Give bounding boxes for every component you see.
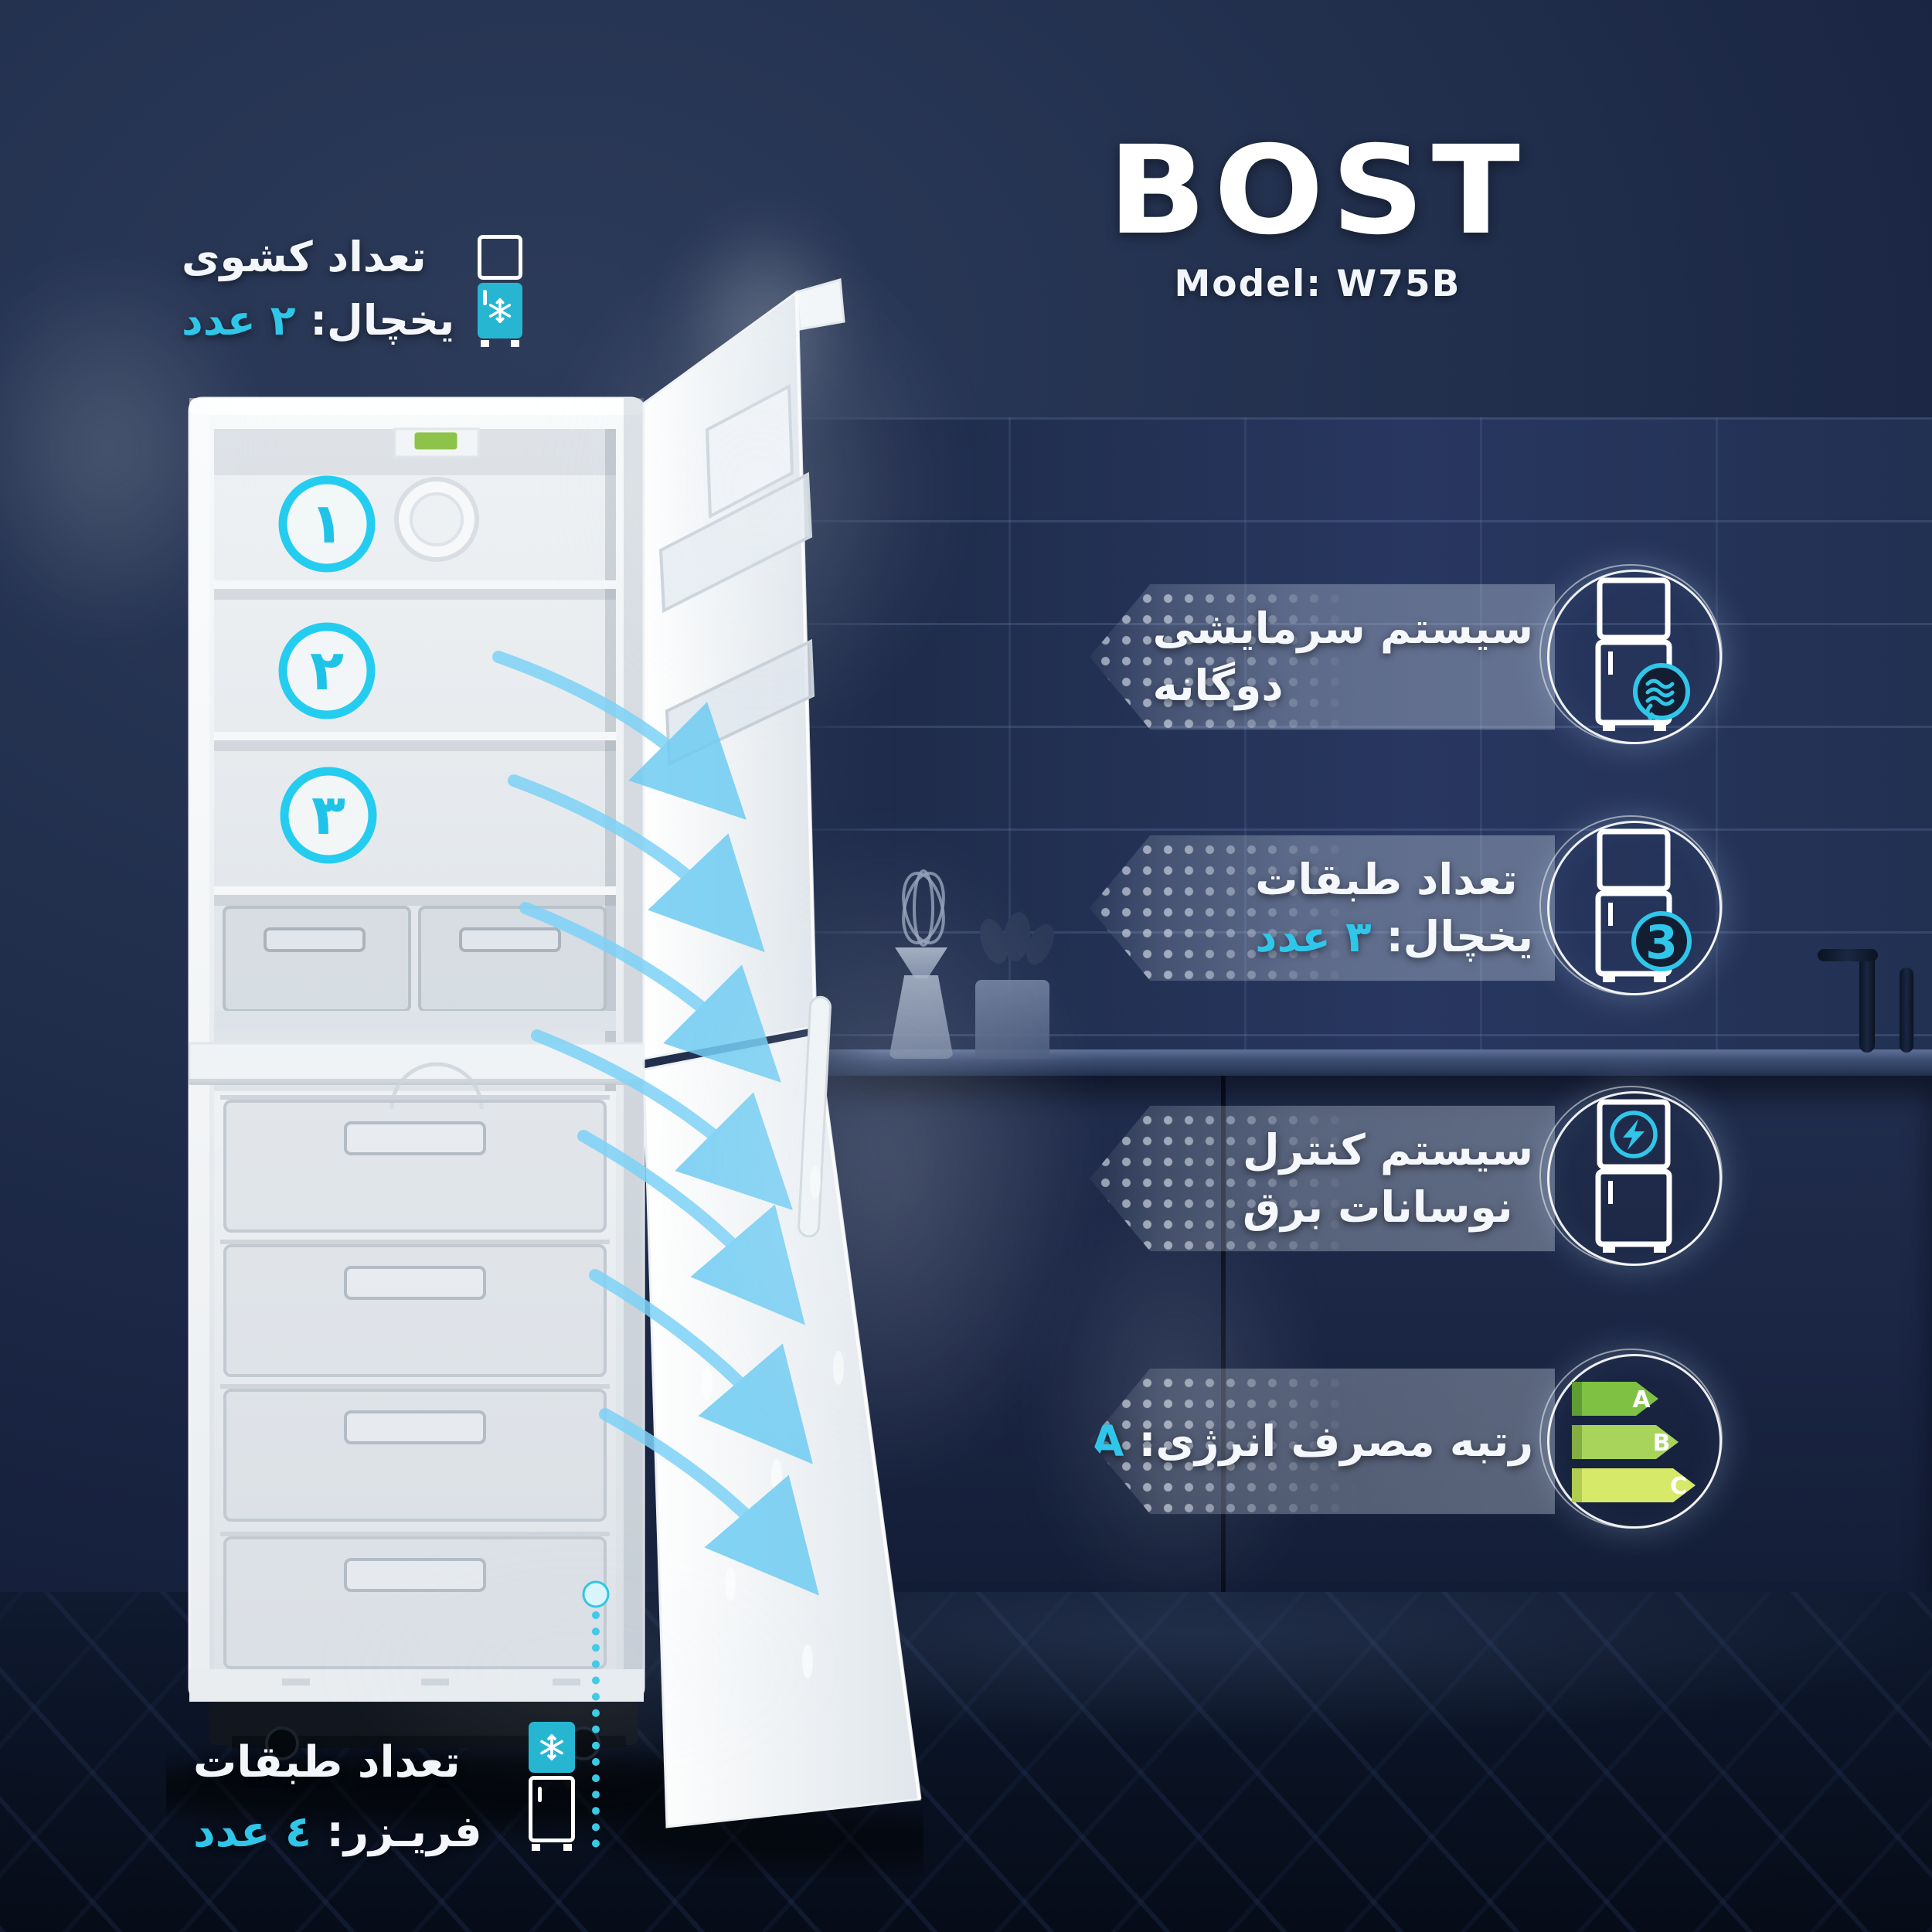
feature-banner-voltage-control: سیستم کنترل نوسانات برق bbox=[1090, 1105, 1555, 1252]
feature-icon-voltage-control bbox=[1539, 1086, 1723, 1266]
fridge-bolt-icon bbox=[1595, 1099, 1672, 1253]
model-label: Model: W75B bbox=[1174, 263, 1461, 305]
energy-letter-c: C bbox=[1670, 1473, 1687, 1500]
feature-icon-dual-cooling bbox=[1539, 564, 1723, 744]
feature-banner-dual-cooling: سیستم سرمایشی دوگانه bbox=[1090, 583, 1555, 730]
feature-line: سیستم سرمایشی bbox=[1152, 604, 1533, 653]
feature-line: یخچال: ۳ عدد bbox=[1255, 908, 1533, 965]
feature-line: دوگانه bbox=[1152, 661, 1284, 710]
feature-icon-energy-rating: A B C bbox=[1539, 1349, 1723, 1529]
callout-label: یخچال: bbox=[310, 296, 455, 345]
feature-text: تعداد طبقات یخچال: ۳ عدد bbox=[1255, 851, 1533, 965]
feature-text: سیستم سرمایشی دوگانه bbox=[1152, 600, 1533, 714]
steam-effect bbox=[641, 162, 889, 487]
callout-value: ۲ عدد bbox=[182, 296, 296, 345]
callout-fridge-drawers: تعداد کشوی یخچال: ۲ عدد bbox=[182, 226, 474, 352]
callout-line: تعداد کشوی bbox=[182, 233, 427, 281]
badge-number: 3 bbox=[1645, 916, 1678, 970]
feature-text: رتبه مصرف انرژی: A bbox=[1091, 1413, 1533, 1470]
callout-line: یخچال: ۲ عدد bbox=[182, 289, 474, 352]
energy-letter-b: B bbox=[1653, 1430, 1671, 1457]
feature-banner-energy-rating: رتبه مصرف انرژی: A bbox=[1090, 1368, 1555, 1515]
feature-line: نوسانات برق bbox=[1242, 1182, 1513, 1232]
callout-freezer-shelves: تعداد طبقات فریـزر: ٤ عدد bbox=[193, 1728, 506, 1867]
feature-label: رتبه مصرف انرژی: bbox=[1138, 1417, 1533, 1466]
fridge-airflow-icon bbox=[1595, 577, 1690, 731]
lightning-bolt-icon bbox=[1623, 1119, 1645, 1150]
feature-line: تعداد طبقات bbox=[1255, 855, 1518, 904]
energy-label-icon: A B C bbox=[1572, 1382, 1696, 1502]
snowflake-icon bbox=[540, 1734, 563, 1760]
feature-value: ۳ عدد bbox=[1255, 912, 1372, 961]
callout-line: فریـزر: ٤ عدد bbox=[193, 1798, 506, 1867]
fridge-bottom-freezer-icon bbox=[478, 235, 522, 347]
energy-letter-a: A bbox=[1632, 1386, 1651, 1413]
callout-line: تعداد طبقات bbox=[193, 1737, 461, 1787]
feature-line: سیستم کنترل bbox=[1242, 1125, 1533, 1175]
callout-value: ٤ عدد bbox=[193, 1807, 312, 1857]
feature-label: یخچال: bbox=[1386, 912, 1533, 961]
feature-icon-fridge-shelves: 3 bbox=[1539, 815, 1723, 995]
faucet-handle-icon bbox=[1900, 968, 1913, 1053]
feature-line: رتبه مصرف انرژی: A bbox=[1091, 1413, 1533, 1470]
faucet-icon bbox=[1859, 949, 1875, 1053]
brand-block: BOST Model: W75B bbox=[1082, 130, 1553, 305]
feature-banner-fridge-shelves: تعداد طبقات یخچال: ۳ عدد bbox=[1090, 835, 1555, 981]
callout-label: فریـزر: bbox=[326, 1807, 482, 1857]
shelf-badge-3: ۳ bbox=[311, 782, 345, 847]
fridge-top-freezer-icon bbox=[529, 1722, 575, 1851]
faucet-spout-icon bbox=[1818, 949, 1878, 961]
snowflake-icon bbox=[488, 298, 512, 323]
feature-text: سیستم کنترل نوسانات برق bbox=[1243, 1121, 1533, 1236]
fridge-light-sticker bbox=[412, 430, 460, 452]
fridge-count-icon: 3 bbox=[1595, 828, 1692, 982]
brand-logo: BOST bbox=[1107, 120, 1528, 262]
shelf-badge-2: ۲ bbox=[310, 638, 344, 702]
